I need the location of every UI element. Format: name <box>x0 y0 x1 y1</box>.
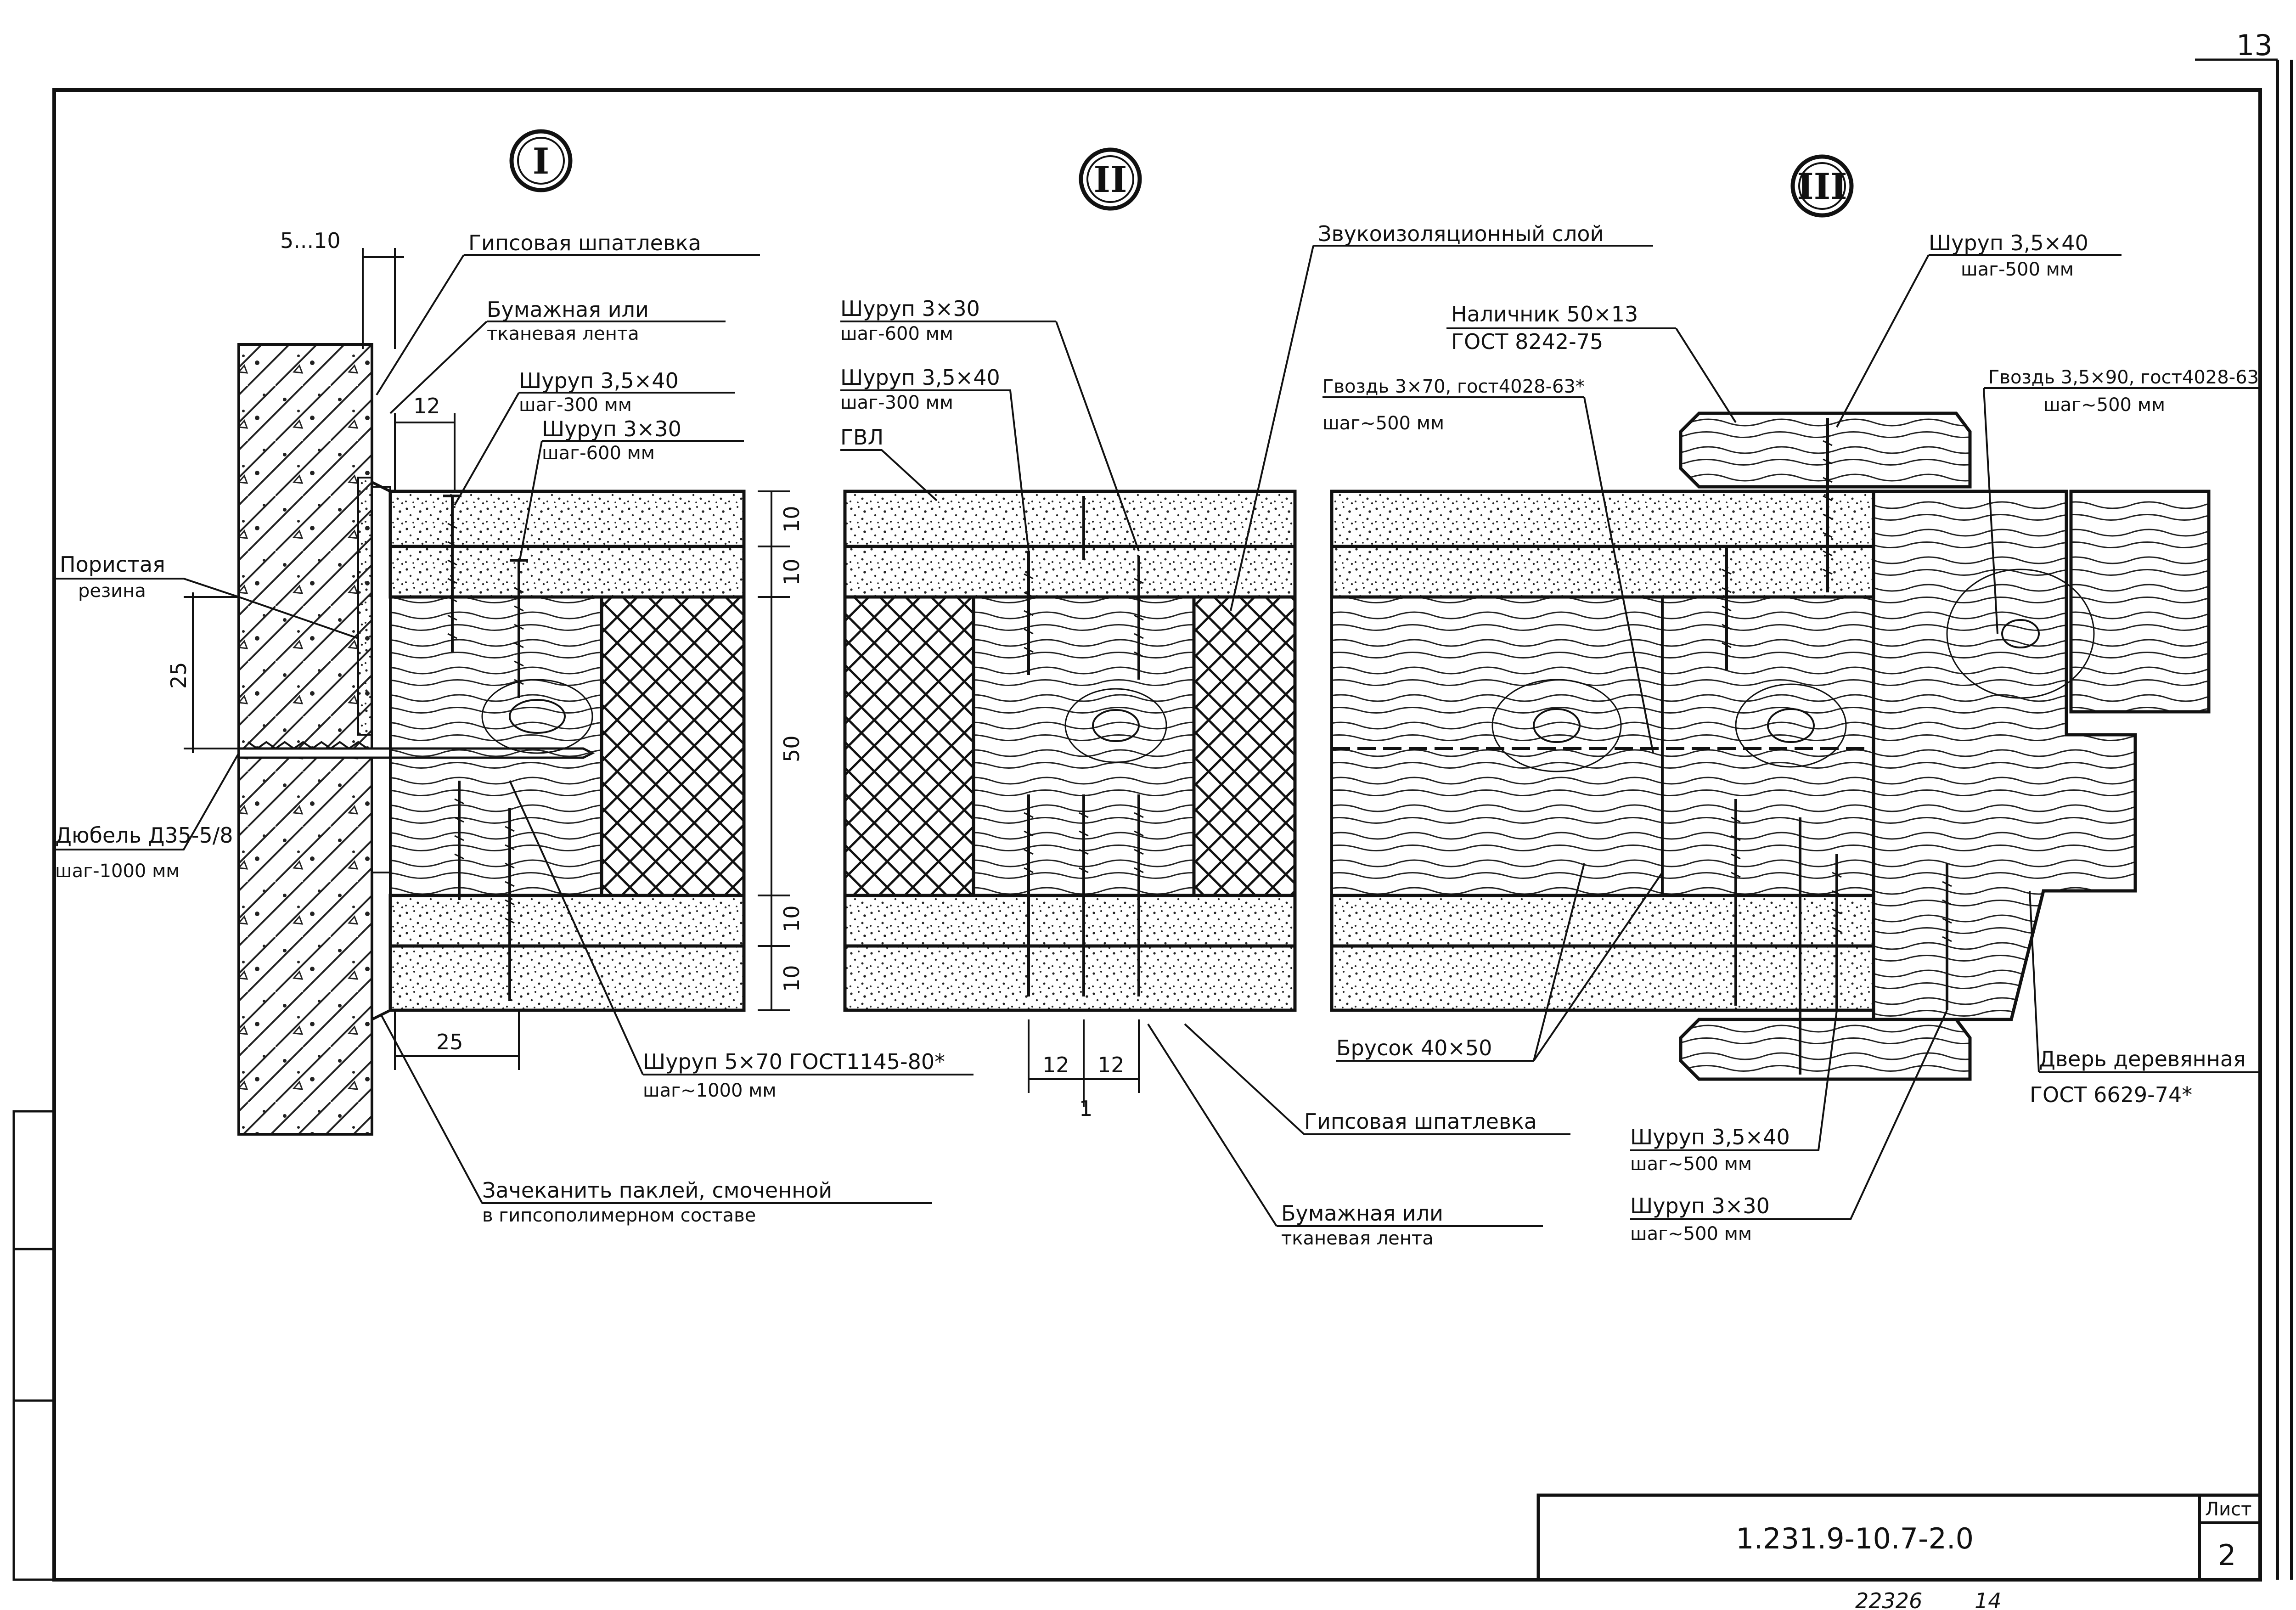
dimension-10-a: 10 <box>779 506 804 533</box>
label-gvl: ГВЛ <box>840 425 884 450</box>
label-nail-3590-line1: Гвоздь 3,5×90, гост4028-63 <box>1988 367 2259 388</box>
label-casing-line2: ГОСТ 8242-75 <box>1451 329 1603 354</box>
list-label: Лист <box>2205 1499 2251 1520</box>
label-screw-3540-c-line2: шаг-500 мм <box>1961 259 2074 280</box>
wood-stud <box>1330 596 1664 897</box>
section-mark-label: III <box>1797 166 1847 208</box>
section-3-drawing <box>1330 411 2211 1081</box>
section-1-drawing <box>237 343 746 1136</box>
gypsum-board <box>388 894 746 948</box>
dimension-25-left: 25 <box>166 662 191 689</box>
section-marker-2: II <box>1079 147 1142 211</box>
drawing-code: 1.231.9-10.7-2.0 <box>1736 1522 1974 1555</box>
label-sound-layer: Звукоизоляционный слой <box>1318 221 1604 246</box>
label-tape-top-line1: Бумажная или <box>487 297 649 322</box>
labels: Гипсовая шпатлевка Бумажная или тканевая… <box>55 221 2259 1249</box>
section-1-dimensions <box>184 248 790 1070</box>
label-screw-330-a-line2: шаг-600 мм <box>542 443 655 464</box>
label-caulk-line1: Зачеканить паклей, смоченной <box>482 1178 832 1203</box>
section-2-dimensions <box>1028 1019 1140 1107</box>
sheet-frame <box>12 58 2293 1582</box>
door-leaf <box>2069 490 2211 714</box>
inventory-extra: 14 <box>1975 1588 2002 1610</box>
label-dowel-line2: шаг-1000 мм <box>55 861 180 882</box>
gypsum-board <box>843 944 1297 1012</box>
label-tape-bottom-line2: тканевая лента <box>1281 1228 1434 1249</box>
label-screw-3540-a-line1: Шуруп 3,5×40 <box>519 368 679 393</box>
concrete-wall <box>237 343 373 1136</box>
section-2-drawing <box>843 490 1297 1012</box>
dimension-gap: 5...10 <box>280 228 341 253</box>
section-mark-label: I <box>533 141 550 182</box>
label-caulk-line2: в гипсополимерном составе <box>482 1205 756 1226</box>
page-number: 13 <box>2236 28 2273 62</box>
insulation <box>1192 595 1297 897</box>
label-screw-3540-d-line1: Шуруп 3,5×40 <box>1630 1125 1790 1149</box>
leader-lines <box>55 245 2259 1227</box>
label-porous-rubber-line2: резина <box>78 580 146 602</box>
label-screw-3540-b-line2: шаг-300 мм <box>840 392 953 413</box>
label-nail-3590-line2: шаг~500 мм <box>2043 394 2165 416</box>
section-marker-1: I <box>509 129 573 192</box>
label-screw-330-d-line2: шаг~500 мм <box>1630 1223 1752 1244</box>
label-putty-bottom: Гипсовая шпатлевка <box>1304 1109 1537 1134</box>
gypsum-board <box>1330 944 1875 1012</box>
label-screw-330-a-line1: Шуруп 3×30 <box>542 417 681 441</box>
gypsum-board <box>843 490 1297 548</box>
label-porous-rubber-line1: Пористая <box>60 552 165 577</box>
label-screw-330-d-line1: Шуруп 3×30 <box>1630 1193 1770 1218</box>
dimension-12-top: 12 <box>413 394 440 418</box>
gypsum-board <box>1330 894 1875 948</box>
dimension-10-b: 10 <box>779 558 804 585</box>
dimension-10-d: 10 <box>779 965 804 992</box>
label-nail-370-line2: шаг~500 мм <box>1322 413 1444 434</box>
section-mark-label: II <box>1094 159 1127 201</box>
label-bar-40x50: Брусок 40×50 <box>1336 1036 1492 1060</box>
label-dowel-line1: Дюбель Д35-5/8 <box>55 823 233 848</box>
section-marker-3: III <box>1790 154 1854 218</box>
label-screw-3540-b-line1: Шуруп 3,5×40 <box>840 365 1000 390</box>
label-screw-330-b-line2: шаг-600 мм <box>840 323 953 344</box>
insulation <box>843 595 975 897</box>
label-screw-3540-d-line2: шаг~500 мм <box>1630 1154 1752 1175</box>
gypsum-board <box>1330 490 1875 548</box>
list-number: 2 <box>2218 1538 2236 1572</box>
gypsum-board <box>388 545 746 599</box>
gypsum-board <box>388 490 746 548</box>
label-door-line1: Дверь деревянная <box>2039 1047 2246 1071</box>
casing-top <box>1679 411 1972 489</box>
dimension-10-c: 10 <box>779 905 804 932</box>
gypsum-board <box>388 944 746 1012</box>
label-screw-570-line1: Шуруп 5×70 ГОСТ1145-80* <box>643 1049 945 1074</box>
porous-rubber <box>357 477 373 736</box>
label-putty-top: Гипсовая шпатлевка <box>468 231 701 255</box>
gypsum-board <box>1330 545 1875 599</box>
label-screw-570-line2: шаг~1000 мм <box>643 1080 777 1101</box>
wood-stud <box>389 596 603 897</box>
casing-bottom <box>1679 1018 1972 1081</box>
label-casing-line1: Наличник 50×13 <box>1451 302 1638 327</box>
gypsum-board <box>843 545 1297 599</box>
dimension-1: 1 <box>1079 1096 1092 1121</box>
dimension-50: 50 <box>779 735 804 762</box>
label-tape-bottom-line1: Бумажная или <box>1281 1201 1443 1226</box>
label-tape-top-line2: тканевая лента <box>487 323 639 344</box>
bar-40x50 <box>1661 596 1875 897</box>
inventory-number: 22326 <box>1855 1588 1922 1610</box>
insulation <box>600 595 746 897</box>
label-nail-370-line1: Гвоздь 3×70, гост4028-63* <box>1322 376 1585 397</box>
label-screw-3540-a-line2: шаг-300 мм <box>519 394 632 416</box>
dimension-12-right: 12 <box>1097 1053 1125 1077</box>
dimension-12-left: 12 <box>1042 1053 1069 1077</box>
dimension-25-bottom: 25 <box>436 1030 463 1054</box>
label-screw-3540-c-line1: Шуруп 3,5×40 <box>1929 231 2088 255</box>
label-screw-330-b-line1: Шуруп 3×30 <box>840 296 980 321</box>
gypsum-board <box>843 894 1297 948</box>
label-door-line2: ГОСТ 6629-74* <box>2030 1082 2192 1107</box>
